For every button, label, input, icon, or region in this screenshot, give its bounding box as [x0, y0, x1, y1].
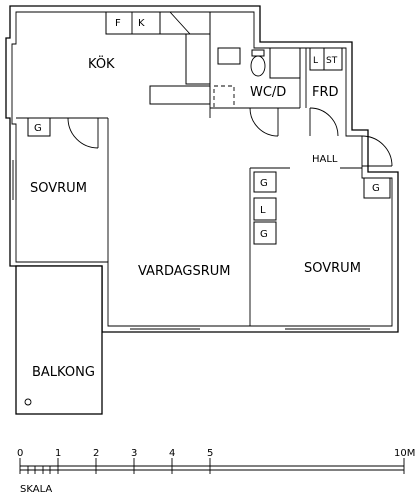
scale-tick-3: 3 [131, 448, 137, 459]
scale-tick-1: 1 [55, 448, 61, 459]
room-bedroom-right: SOVRUM [304, 261, 361, 276]
g-left-label: G [34, 123, 42, 134]
room-living: VARDAGSRUM [138, 264, 231, 279]
room-balcony: BALKONG [32, 365, 95, 380]
storage-label: ST [326, 56, 338, 66]
linen-label: L [313, 56, 318, 66]
g-wardrobe-3-label: G [260, 229, 268, 240]
scale-tick-2: 2 [93, 448, 99, 459]
kitchen-counter [105, 11, 235, 109]
room-kitchen: KÖK [88, 55, 115, 72]
g-wardrobe-2-label: L [260, 205, 266, 216]
windows [12, 160, 370, 330]
scale-tick-0: 0 [17, 448, 23, 459]
g-hall-label: G [260, 178, 268, 189]
scale-tick-10m: 10M [394, 448, 415, 459]
room-bedroom-left: SOVRUM [30, 181, 87, 196]
drain [24, 398, 32, 406]
wc-fixtures [217, 47, 301, 79]
freezer-label: F [115, 18, 121, 29]
scale-label: SKALA [20, 484, 52, 495]
closet-cabinets [309, 47, 343, 71]
wardrobe-left [27, 117, 51, 137]
room-hall: HALL [312, 154, 338, 165]
g-right-label: G [372, 183, 380, 194]
hall-wardrobes [253, 171, 391, 245]
scale-tick-5: 5 [207, 448, 213, 459]
scale-tick-4: 4 [169, 448, 175, 459]
balcony [15, 265, 103, 415]
room-closet: FRD [312, 85, 339, 100]
scale-bar [19, 458, 405, 474]
fridge-label: K [138, 18, 145, 29]
room-wc: WC/D [250, 85, 286, 100]
